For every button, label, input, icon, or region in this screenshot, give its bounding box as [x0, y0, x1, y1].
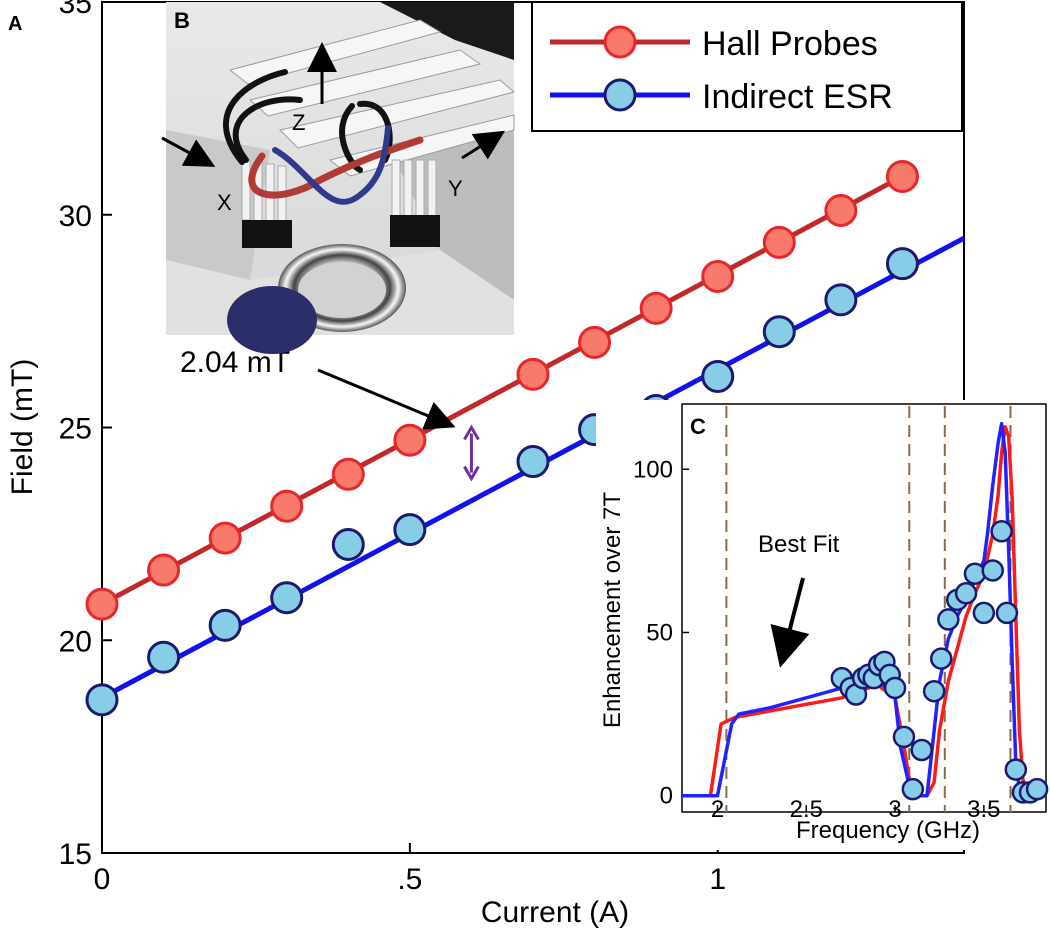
inset-fit-line	[682, 425, 1046, 798]
inset-x-tick-label: 2	[711, 796, 724, 823]
data-point-hall	[208, 521, 242, 555]
inset-data-point	[995, 601, 1019, 625]
inset-x-arrow	[161, 136, 216, 167]
x-axis-label: Current (A)	[481, 896, 629, 929]
y-tick-label: 15	[59, 838, 92, 871]
data-point-hall	[85, 587, 119, 621]
inset-wire-black	[223, 69, 393, 173]
annotation-arrow	[317, 368, 456, 430]
inset-label-y: Y	[448, 176, 463, 201]
data-point-hall	[331, 457, 365, 491]
legend: Hall Probes Indirect ESR	[531, 1, 963, 132]
inset-plot-frame	[681, 403, 1047, 813]
legend-marker-esr	[603, 78, 637, 112]
inset-blue-blob	[227, 286, 317, 354]
x-tick-label: 0	[94, 863, 111, 896]
inset-data-point	[883, 676, 907, 700]
y-tick-label: 35	[59, 0, 92, 20]
inset-y-tick-label: 0	[660, 783, 673, 810]
difference-annotation: 2.04 mT	[180, 346, 480, 482]
data-point-hall	[578, 325, 612, 359]
data-point-esr	[270, 581, 304, 615]
y-tick-label: 30	[59, 200, 92, 233]
data-point-esr	[701, 359, 735, 393]
inset-x-tick-label: 3	[888, 796, 901, 823]
inset-y-tick-label: 50	[646, 619, 673, 646]
legend-marker-hall	[603, 25, 637, 59]
data-point-hall	[701, 259, 735, 293]
legend-label-hall: Hall Probes	[702, 25, 878, 63]
data-point-hall	[885, 159, 919, 193]
data-point-hall	[393, 423, 427, 457]
best-fit-label: Best Fit	[758, 531, 840, 558]
data-point-esr	[147, 640, 181, 674]
inset-data-point	[929, 647, 953, 670]
inset-x-tick-label: 2.5	[790, 796, 823, 823]
data-point-hall	[762, 225, 796, 259]
data-point-esr	[762, 315, 796, 349]
panel-label-b: B	[174, 8, 190, 33]
inset-data-point	[892, 725, 916, 749]
inset-ring-hole	[298, 262, 386, 318]
y-tick-label: 20	[59, 625, 92, 658]
inset-y-arrow	[461, 130, 506, 160]
inset-y-tick-label: 100	[633, 456, 673, 483]
double-arrow-head-top	[463, 424, 480, 441]
inset-points	[830, 520, 1049, 804]
inset-y-axis-label: Enhancement over 7T	[599, 492, 626, 728]
x-tick-label: 1	[709, 863, 726, 896]
data-point-esr	[516, 445, 550, 479]
panel-label-a: A	[8, 13, 22, 35]
legend-box	[531, 1, 963, 132]
inset-data-point	[972, 601, 996, 625]
data-point-hall	[147, 553, 181, 587]
inset-data-point	[901, 777, 925, 801]
inset-x-axis-label: Frequency (GHz)	[796, 817, 980, 844]
inset-block	[380, 2, 514, 60]
inset-label-z: Z	[292, 110, 305, 135]
inset-ticks: 2 2.5 3 3.5 0 50 100	[633, 456, 1001, 823]
inset-chart: 2 2.5 3 3.5 0 50 100 Frequency (GHz) Enhanceme…	[596, 400, 1050, 850]
inset-data-point	[1025, 777, 1049, 801]
data-point-hall	[639, 291, 673, 325]
inset-illustration: X Y Z B	[161, 2, 516, 354]
data-point-esr	[393, 513, 427, 547]
inset-wire-blue	[272, 125, 391, 205]
data-point-hall	[824, 193, 858, 227]
legend-label-esr: Indirect ESR	[702, 78, 893, 116]
y-tick-label: 25	[59, 413, 92, 446]
y-axis-label: Field (mT)	[6, 359, 39, 496]
panel-label-c: C	[690, 414, 706, 439]
inset-data-point	[981, 559, 1004, 582]
inset-data-point	[990, 520, 1013, 543]
inset-data-point	[1004, 758, 1028, 781]
double-arrow-head-bottom	[463, 465, 480, 482]
data-point-esr	[331, 528, 365, 562]
data-point-esr	[885, 247, 919, 281]
data-point-hall	[270, 489, 304, 523]
data-point-esr	[824, 283, 858, 317]
inset-data-point	[954, 582, 978, 605]
data-point-esr	[85, 683, 119, 717]
inset-x-tick-label: 3.5	[967, 796, 1000, 823]
data-point-hall	[516, 357, 550, 391]
best-fit-arrow	[770, 577, 810, 668]
inset-chart-background	[596, 400, 1050, 850]
inset-comb-right	[391, 159, 437, 221]
inset-data-point	[910, 738, 933, 762]
x-tick-label: .5	[397, 863, 422, 896]
data-point-esr	[208, 608, 242, 642]
inset-label-x: X	[217, 190, 232, 215]
inset-comb-right-base	[390, 215, 440, 247]
difference-double-arrow	[463, 424, 480, 482]
inset-wire-red	[248, 136, 424, 199]
inset-comb-left-base	[242, 220, 292, 248]
inset-data-point	[937, 608, 960, 631]
inset-data-point	[922, 679, 946, 703]
